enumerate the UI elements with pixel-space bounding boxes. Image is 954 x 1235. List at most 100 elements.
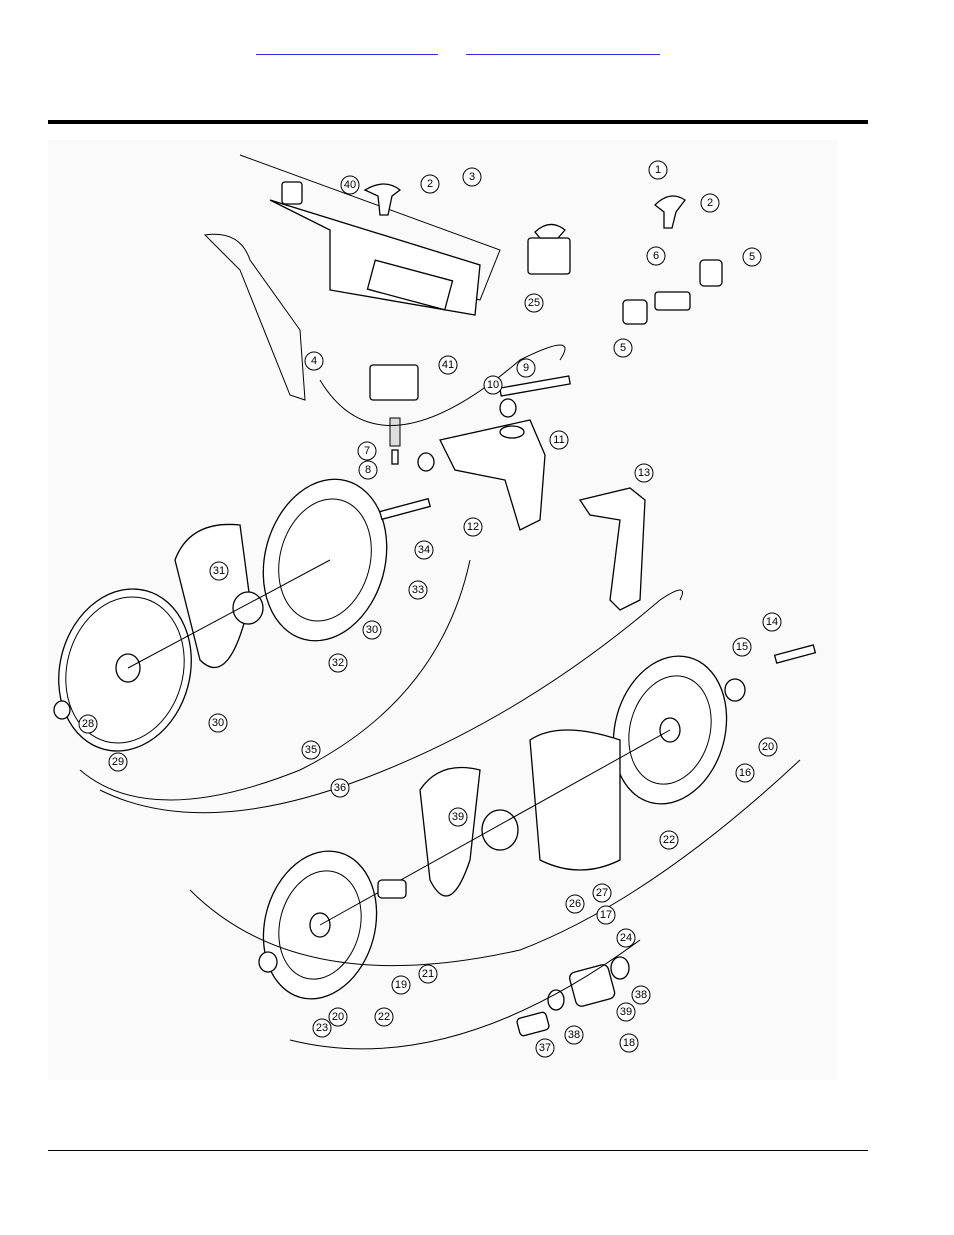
part-callout-31: 31 (210, 562, 228, 580)
part-callout-6: 6 (647, 247, 665, 265)
part-callout-20: 20 (759, 738, 777, 756)
part-callout-label: 31 (213, 565, 225, 577)
part-callout-39: 39 (449, 808, 467, 826)
mounting-bracket (418, 376, 645, 610)
part-callout-37: 37 (536, 1039, 554, 1057)
part-callout-25: 25 (525, 294, 543, 312)
part-callout-5: 5 (743, 248, 761, 266)
part-callout-label: 38 (635, 989, 647, 1001)
part-callout-label: 2 (427, 178, 433, 190)
part-callout-label: 25 (528, 297, 540, 309)
part-callout-38: 38 (632, 986, 650, 1004)
part-callout-label: 39 (620, 1006, 632, 1018)
part-callout-34: 34 (415, 541, 433, 559)
part-callout-label: 16 (739, 767, 751, 779)
part-callout-label: 33 (412, 584, 424, 596)
part-callout-label: 23 (316, 1022, 328, 1034)
part-callout-label: 10 (487, 379, 499, 391)
part-callout-29: 29 (109, 753, 127, 771)
part-callout-label: 26 (569, 898, 581, 910)
part-callout-2: 2 (701, 194, 719, 212)
part-callout-10: 10 (484, 376, 502, 394)
part-callout-41: 41 (439, 356, 457, 374)
part-callout-label: 39 (452, 811, 464, 823)
part-callout-label: 27 (596, 887, 608, 899)
part-callout-label: 37 (539, 1042, 551, 1054)
part-callout-30: 30 (209, 714, 227, 732)
part-callout-label: 22 (378, 1011, 390, 1023)
part-callout-9: 9 (517, 359, 535, 377)
part-callout-label: 14 (766, 616, 778, 628)
part-callout-label: 22 (663, 834, 675, 846)
part-callout-label: 18 (623, 1037, 635, 1049)
part-callout-4: 4 (305, 352, 323, 370)
part-callout-label: 30 (366, 624, 378, 636)
part-callout-label: 34 (418, 544, 430, 556)
part-callout-19: 19 (392, 976, 410, 994)
part-callout-label: 24 (620, 932, 632, 944)
part-callout-22: 22 (375, 1008, 393, 1026)
part-callout-label: 28 (82, 718, 94, 730)
part-callout-label: 29 (112, 756, 124, 768)
part-callout-11: 11 (550, 431, 568, 449)
part-callout-32: 32 (329, 654, 347, 672)
part-callout-14: 14 (763, 613, 781, 631)
part-callout-label: 5 (749, 251, 755, 263)
spacer-kit (516, 957, 629, 1037)
part-callout-7: 7 (358, 442, 376, 460)
fitting-assembly (623, 260, 722, 324)
part-callout-22: 22 (660, 831, 678, 849)
part-callout-13: 13 (635, 464, 653, 482)
part-callout-3: 3 (463, 168, 481, 186)
part-callout-20: 20 (329, 1008, 347, 1026)
part-callout-label: 36 (334, 782, 346, 794)
part-callout-2: 2 (421, 175, 439, 193)
part-callout-40: 40 (341, 176, 359, 194)
part-callout-15: 15 (733, 638, 751, 656)
part-callout-16: 16 (736, 764, 754, 782)
part-callout-1: 1 (649, 161, 667, 179)
part-callout-label: 35 (305, 744, 317, 756)
part-callout-label: 1 (655, 164, 661, 176)
part-callout-23: 23 (313, 1019, 331, 1037)
part-callout-39: 39 (617, 1003, 635, 1021)
part-callout-label: 21 (422, 968, 434, 980)
upper-wheel-assembly (41, 465, 430, 766)
part-callout-8: 8 (359, 461, 377, 479)
part-callout-label: 40 (344, 179, 356, 191)
part-callout-label: 12 (467, 521, 479, 533)
part-callout-36: 36 (331, 779, 349, 797)
part-callout-30: 30 (363, 621, 381, 639)
part-callout-label: 11 (553, 434, 564, 446)
part-callout-label: 9 (523, 362, 529, 374)
part-callout-17: 17 (597, 906, 615, 924)
part-callout-label: 17 (600, 909, 612, 921)
part-callout-5: 5 (614, 339, 632, 357)
part-callout-label: 41 (442, 359, 454, 371)
part-callout-18: 18 (620, 1034, 638, 1052)
part-callout-label: 7 (364, 445, 370, 457)
part-callout-label: 20 (762, 741, 774, 753)
part-callout-label: 38 (568, 1029, 580, 1041)
part-callout-27: 27 (593, 884, 611, 902)
part-callout-label: 2 (707, 197, 713, 209)
part-callout-label: 32 (332, 657, 344, 669)
part-callout-26: 26 (566, 895, 584, 913)
part-callout-21: 21 (419, 965, 437, 983)
part-callout-label: 30 (212, 717, 224, 729)
part-callout-label: 13 (638, 467, 650, 479)
part-callout-label: 4 (311, 355, 317, 367)
part-callout-label: 6 (653, 250, 659, 262)
part-callout-38: 38 (565, 1026, 583, 1044)
part-callout-label: 19 (395, 979, 407, 991)
part-callout-label: 20 (332, 1011, 344, 1023)
part-callout-label: 15 (736, 641, 748, 653)
part-callout-35: 35 (302, 741, 320, 759)
part-callout-label: 5 (620, 342, 626, 354)
part-callout-33: 33 (409, 581, 427, 599)
part-callout-24: 24 (617, 929, 635, 947)
part-callout-28: 28 (79, 715, 97, 733)
part-callout-label: 3 (469, 171, 475, 183)
part-callout-12: 12 (464, 518, 482, 536)
